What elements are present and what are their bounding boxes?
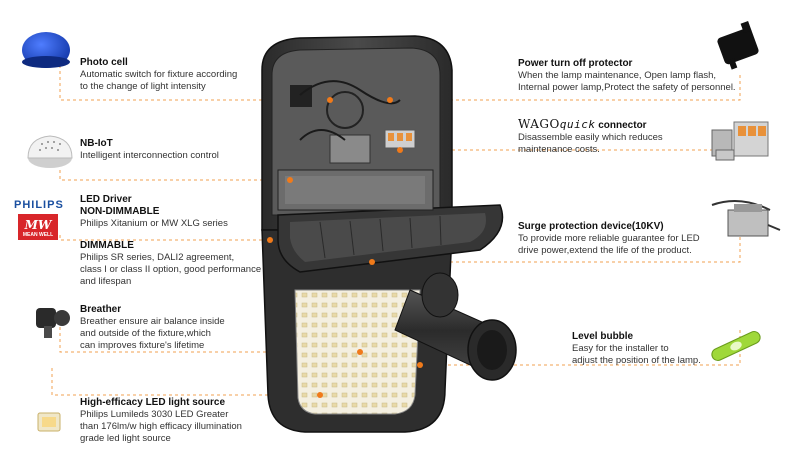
callout-wago-desc-line2: maintenance costs.: [518, 144, 600, 155]
callout-power-protector-desc-line1: When the lamp maintenance, Open lamp fla…: [518, 70, 717, 81]
leader-dot-wago: [397, 147, 403, 153]
nb-iot-icon: [27, 135, 73, 168]
wago-connector-icon: [711, 121, 769, 161]
leader-line-led-source: [51, 368, 320, 396]
callout-wago-title-row: WAGOquick connector: [518, 118, 718, 132]
callout-level: Level bubble Easy for the installer to a…: [572, 331, 732, 367]
callout-led-driver-dimmable-desc-line3: and lifespan: [80, 276, 132, 287]
leader-line-led-driver: [59, 235, 270, 241]
level-bubble-icon: [711, 331, 761, 361]
leader-dots: [267, 97, 423, 398]
leader-dot-photo-cell: [327, 97, 333, 103]
leader-dot-power-protector: [387, 97, 393, 103]
callout-level-desc-line1: Easy for the installer to: [572, 343, 669, 354]
leader-line-level: [420, 330, 741, 366]
callout-surge-desc-line2: drive power,extend the life of the produ…: [518, 245, 692, 256]
callout-led-source-desc-line2: than 176lm/w high efficacy illumination: [80, 421, 242, 432]
wago-brand: WAGO: [518, 117, 560, 131]
led-chip-icon: [37, 412, 61, 432]
callout-nb-iot-title: NB-IoT: [80, 138, 113, 149]
callout-surge-desc-line1: To provide more reliable guarantee for L…: [518, 233, 700, 244]
leader-dot-led-source: [317, 392, 323, 398]
callout-led-driver-nondimmable-title: NON-DIMMABLE: [80, 206, 160, 217]
callout-breather-desc-line1: Breather ensure air balance inside: [80, 316, 225, 327]
callout-wago: WAGOquick connector Disassemble easily w…: [518, 118, 718, 156]
philips-logo: PHILIPS: [14, 195, 64, 213]
callout-led-driver-nondimmable-desc: Philips Xitanium or MW XLG series: [80, 218, 228, 229]
callout-wago-desc-line1: Disassemble easily which reduces: [518, 132, 663, 143]
meanwell-logo: MW MEAN WELL: [18, 214, 58, 240]
callout-led-driver-dimmable-title: DIMMABLE: [80, 240, 134, 251]
callout-photo-cell: Photo cell Automatic switch for fixture …: [80, 57, 270, 93]
callout-breather-title: Breather: [80, 304, 122, 315]
callout-led-driver: LED Driver NON-DIMMABLE Philips Xitanium…: [80, 194, 270, 230]
callout-led-source-desc-line1: Philips Lumileds 3030 LED Greater: [80, 409, 229, 420]
callout-photo-cell-title: Photo cell: [80, 57, 128, 68]
breather-icon: [36, 308, 70, 338]
philips-logo-text: PHILIPS: [14, 199, 64, 211]
callout-led-driver-dimmable-desc-line1: Philips SR series, DALI2 agreement,: [80, 252, 235, 263]
meanwell-logo-name: MEAN WELL: [22, 232, 54, 238]
callout-breather-desc-line3: can improves fixture's lifetime: [80, 340, 205, 351]
callout-wago-title: connector: [598, 120, 647, 131]
callout-surge: Surge protection device(10KV) To provide…: [518, 221, 718, 257]
callout-led-driver-title: LED Driver: [80, 194, 132, 205]
callout-breather: Breather Breather ensure air balance ins…: [80, 304, 270, 352]
callout-surge-title: Surge protection device(10KV): [518, 221, 664, 232]
callout-photo-cell-desc-line1: Automatic switch for fixture according: [80, 69, 238, 80]
callout-led-source-desc-line3: grade led light source: [80, 433, 171, 444]
leader-dot-level: [417, 362, 423, 368]
wago-brand-sub: quick: [559, 118, 596, 131]
photo-cell-icon: [22, 32, 70, 68]
meanwell-logo-mark: MW: [24, 218, 52, 232]
leader-line-surge: [372, 225, 741, 263]
callout-power-protector-desc-line2: Internal power lamp,Protect the safety o…: [518, 82, 736, 93]
leader-dot-surge: [369, 259, 375, 265]
callout-led-source: High-efficacy LED light source Philips L…: [80, 397, 280, 445]
callout-led-source-title: High-efficacy LED light source: [80, 397, 226, 408]
callout-nb-iot-desc-line1: Intelligent interconnection control: [80, 150, 219, 161]
leader-line-breather: [59, 315, 360, 353]
leader-dot-nb-iot: [287, 177, 293, 183]
callout-level-title: Level bubble: [572, 331, 634, 342]
leader-dot-led-driver: [267, 237, 273, 243]
callout-led-driver-dimmable: DIMMABLE Philips SR series, DALI2 agreem…: [80, 240, 270, 288]
callout-level-desc-line2: adjust the position of the lamp.: [572, 355, 701, 366]
power-protector-icon: [717, 21, 759, 70]
callout-power-protector: Power turn off protector When the lamp m…: [518, 58, 748, 94]
leader-line-nb-iot: [59, 170, 290, 181]
callout-photo-cell-desc-line2: to the change of light intensity: [80, 81, 206, 92]
callout-nb-iot: NB-IoT Intelligent interconnection contr…: [80, 138, 270, 162]
fixture-housing: [261, 35, 517, 433]
callout-led-driver-dimmable-desc-line2: class I or class II option, good perform…: [80, 264, 262, 275]
wago-brand-mark: WAGOquick: [518, 117, 595, 131]
callout-breather-desc-line2: and outside of the fixture,which: [80, 328, 211, 339]
leader-dot-breather: [357, 349, 363, 355]
callout-power-protector-title: Power turn off protector: [518, 58, 633, 69]
surge-device-icon: [711, 200, 781, 237]
leader-line-power-protector: [390, 75, 741, 101]
